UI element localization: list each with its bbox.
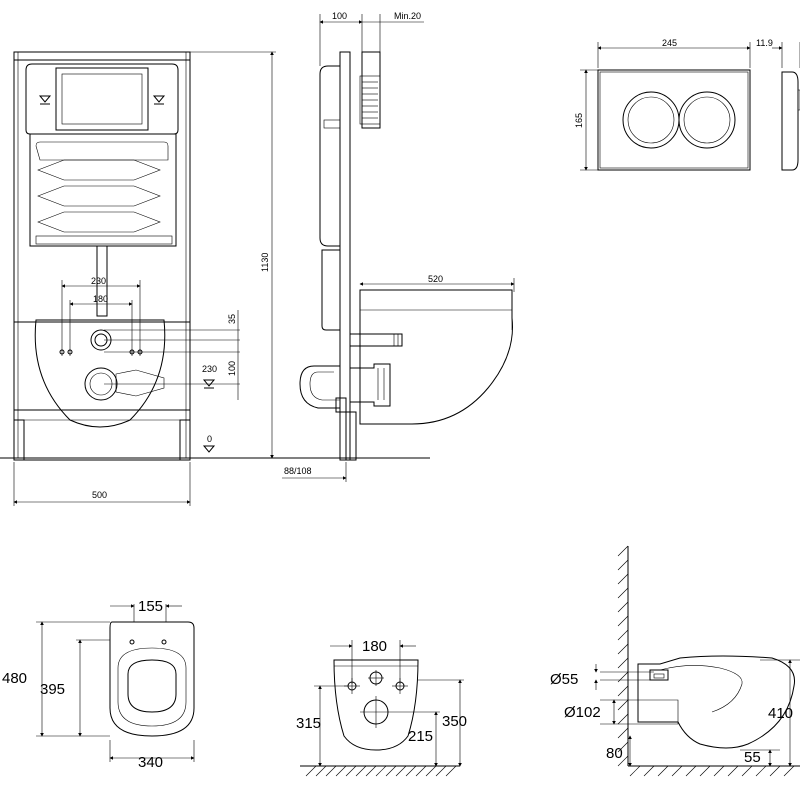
dim-35: 35	[227, 314, 237, 324]
toilet-top-view: 155 480 395 340	[2, 598, 195, 771]
flush-plate-view: 245 165 11.9	[574, 38, 800, 171]
frame-height-dim: 1130	[260, 253, 270, 272]
bolt-inner-dim: 180	[93, 294, 108, 304]
frame-front-view: 230 180 35 100 230 0 500 1130	[0, 51, 430, 506]
back-height-left-dim: 315	[296, 715, 321, 732]
outlet-height-dim: 215	[408, 728, 433, 745]
bolt-outer-dim: 230	[91, 276, 106, 286]
seat-length-dim: 395	[40, 681, 65, 698]
plate-width-dim: 245	[662, 38, 677, 48]
outlet-floor-height-dim: 80	[606, 745, 623, 762]
wall-offset-dim: 88/108	[284, 466, 312, 476]
rim-width-dim: 155	[138, 598, 163, 615]
floor-gap-dim: 55	[744, 749, 761, 766]
plate-thickness-dim: 11.9	[756, 38, 773, 48]
side-min-gap-dim: Min.20	[394, 11, 421, 21]
toilet-length-dim: 480	[2, 670, 27, 687]
toilet-width-dim: 340	[138, 754, 163, 771]
inlet-diameter-dim: Ø55	[550, 671, 578, 688]
level-zero: 0	[207, 434, 212, 444]
frame-width-dim: 500	[92, 490, 107, 500]
side-depth-dim: 100	[332, 11, 347, 21]
back-bolt-spacing-dim: 180	[362, 638, 387, 655]
toilet-side-view: Ø55 Ø102 80 410 55	[550, 545, 800, 777]
dim-100: 100	[227, 361, 237, 376]
bowl-length-dim: 520	[428, 274, 443, 284]
back-height-right-dim: 350	[442, 713, 467, 730]
plate-height-dim: 165	[574, 113, 584, 128]
frame-side-view: 100 Min.20 520 88/108	[282, 11, 515, 482]
dim-230: 230	[202, 364, 217, 374]
outlet-diameter-dim: Ø102	[564, 704, 601, 721]
toilet-back-view: 180 315 215 350	[296, 638, 467, 777]
toilet-height-dim: 410	[768, 705, 793, 722]
